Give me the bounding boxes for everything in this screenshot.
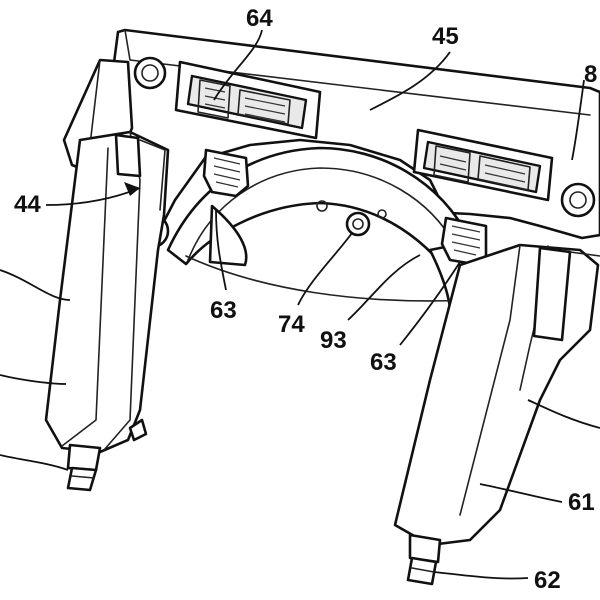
leader-61 bbox=[479, 483, 563, 503]
reference-numerals: 64 45 8 44 63 74 93 63 61 62 bbox=[14, 5, 597, 594]
clip-right bbox=[440, 216, 488, 266]
label-61: 61 bbox=[568, 489, 595, 516]
label-64: 64 bbox=[246, 5, 273, 32]
leader-62 bbox=[433, 571, 529, 580]
leader-63b bbox=[399, 261, 461, 346]
leader-8 bbox=[571, 79, 585, 161]
base-line bbox=[185, 255, 471, 302]
arrowhead-44 bbox=[124, 182, 140, 196]
leader-64 bbox=[213, 29, 263, 101]
leader-74 bbox=[297, 232, 353, 306]
label-74: 74 bbox=[278, 311, 305, 338]
leader-left-2 bbox=[0, 374, 67, 385]
leader-right-1 bbox=[527, 399, 600, 429]
leader-63a bbox=[215, 209, 227, 291]
left-leg bbox=[44, 130, 170, 492]
label-8: 8 bbox=[584, 61, 597, 88]
label-93: 93 bbox=[320, 327, 347, 354]
label-63-right: 63 bbox=[370, 349, 397, 376]
leader-45 bbox=[369, 51, 451, 111]
label-62: 62 bbox=[534, 567, 561, 594]
leader-lines bbox=[0, 29, 600, 580]
leader-left-1 bbox=[0, 269, 71, 301]
leader-left-3 bbox=[0, 454, 69, 471]
label-63-left: 63 bbox=[210, 297, 237, 324]
right-leg bbox=[393, 243, 600, 586]
latch-window-right bbox=[412, 128, 554, 202]
clip-left bbox=[202, 148, 250, 198]
label-45: 45 bbox=[432, 23, 459, 50]
leader-93 bbox=[347, 254, 421, 321]
label-44: 44 bbox=[14, 191, 41, 218]
